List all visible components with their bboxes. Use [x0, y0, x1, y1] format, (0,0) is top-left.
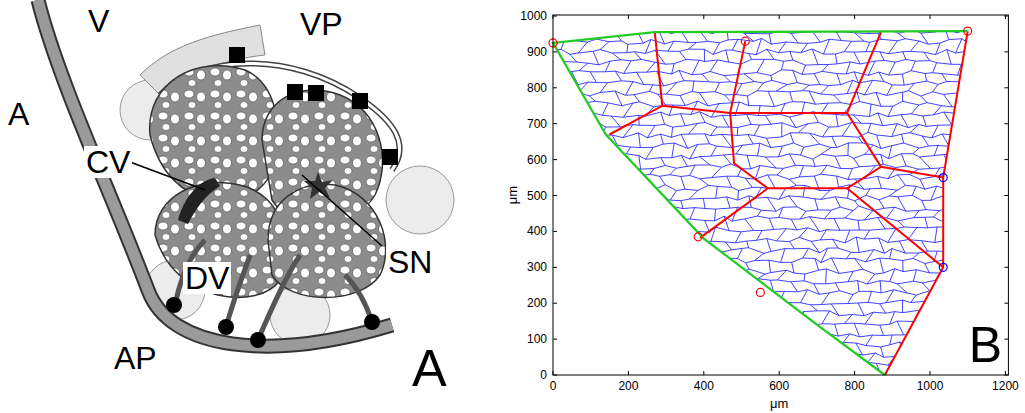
- node-marker: [964, 27, 972, 35]
- y-tick-label: 300: [527, 261, 547, 273]
- alveolus-illustration: [38, 0, 454, 348]
- artery-outline: [38, 0, 392, 346]
- y-tick-label: 700: [527, 118, 547, 130]
- interface-line: [700, 188, 768, 238]
- y-tick-label: 200: [527, 297, 547, 309]
- x-tick-label: 1200: [992, 380, 1019, 392]
- interface-line: [730, 41, 745, 113]
- node-marker: [939, 263, 947, 271]
- y-tick-label: 800: [527, 82, 547, 94]
- region-label: SN: [386, 246, 434, 278]
- interface-line: [885, 31, 968, 375]
- region-label: V: [88, 5, 109, 37]
- plot-frame: [553, 15, 1008, 375]
- boundary-line: [553, 31, 968, 375]
- x-tick-label: 800: [845, 380, 865, 392]
- region-label: VP: [300, 8, 343, 40]
- interface-line: [847, 188, 943, 267]
- node-marker: [939, 174, 947, 182]
- tick-marks: [553, 15, 1008, 375]
- central-vein: [178, 178, 220, 224]
- y-tick-label: 400: [527, 225, 547, 237]
- x-tick-label: 0: [550, 380, 557, 392]
- square-marker: [352, 93, 368, 109]
- y-tick-label: 600: [527, 154, 547, 166]
- square-marker: [308, 85, 324, 101]
- x-tick-label: 400: [694, 380, 714, 392]
- leader-line: [302, 175, 382, 246]
- node-marker: [741, 37, 749, 45]
- artery: [38, 0, 392, 346]
- square-marker: [287, 84, 303, 100]
- axis-label: μm: [770, 397, 788, 410]
- interface-line: [610, 32, 663, 134]
- square-marker: [229, 47, 245, 63]
- axis-label: μm: [506, 186, 519, 204]
- circle-marker: [166, 297, 182, 313]
- x-tick-label: 1000: [917, 380, 944, 392]
- region-label: DV: [183, 262, 231, 294]
- y-tick-label: 500: [527, 190, 547, 202]
- circle-marker: [218, 319, 234, 335]
- interface-line: [730, 113, 881, 188]
- circle-marker: [250, 332, 266, 348]
- lobe: [155, 182, 287, 297]
- node-marker: [756, 288, 764, 296]
- interface-line: [662, 106, 943, 178]
- panel-letter: B: [969, 320, 1002, 370]
- voronoi-mesh: [546, 7, 1025, 400]
- interface-line: [847, 32, 881, 113]
- pale-lobe: [386, 166, 454, 234]
- region-label: AP: [112, 342, 159, 374]
- distributing-vessel: [175, 240, 372, 340]
- y-tick-label: 0: [540, 369, 547, 381]
- sinus-node: [304, 172, 333, 199]
- square-marker: [382, 149, 398, 165]
- region-label: A: [6, 98, 31, 130]
- mesh-plot: [546, 7, 1025, 400]
- y-tick-label: 100: [527, 333, 547, 345]
- region-label: CV: [84, 146, 132, 178]
- x-tick-label: 200: [618, 380, 638, 392]
- node-marker: [694, 233, 702, 241]
- leader-line: [130, 162, 205, 190]
- x-tick-label: 600: [769, 380, 789, 392]
- circle-marker: [364, 314, 380, 330]
- y-tick-label: 1000: [520, 10, 547, 22]
- y-tick-label: 900: [527, 46, 547, 58]
- panel-letter: A: [412, 342, 447, 394]
